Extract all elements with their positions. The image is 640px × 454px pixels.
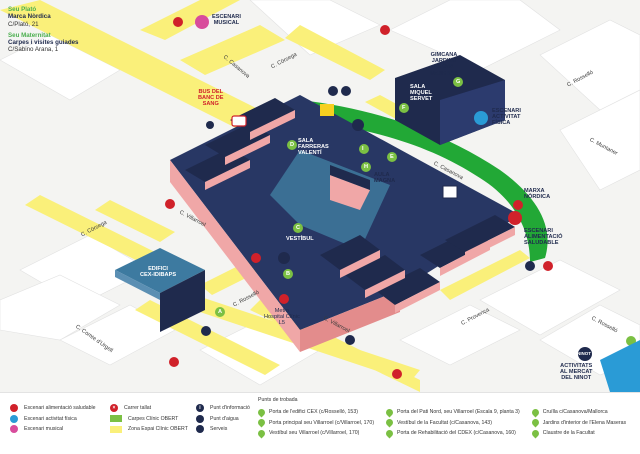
trobada-i: Claustre de la Facultat [530, 428, 626, 439]
fisica-stage-marker [474, 111, 488, 125]
pin-icon [256, 407, 267, 418]
trobada-h: Jardins d'interior de l'Elena Maseras [530, 417, 626, 429]
info-icon: i [196, 404, 204, 413]
seu-maternitat-name: Carpes i visites guiades [8, 39, 79, 47]
pin-icon [384, 428, 395, 439]
entry-f: F [402, 105, 406, 111]
map-legend: Escenari alimentació saludable Escenari … [0, 392, 640, 454]
ninot-zone [600, 340, 640, 392]
legend-zona: Zona Espai Clínic OBERT [110, 424, 188, 435]
pin-icon [384, 417, 395, 428]
seu-plato-address: C/Plató, 21 [8, 20, 39, 28]
toilet-icon [196, 425, 204, 434]
entry-a: A [218, 309, 223, 315]
seu-plato-name: Marca Nòrdica [8, 13, 51, 21]
info-markers [201, 86, 535, 345]
carpa-marker [320, 104, 334, 116]
seu-maternitat-address: C/Sabino Arana, 1 [8, 46, 59, 54]
pin-icon [256, 428, 267, 439]
trobada-f: Porta de Rehabilitació del CDEX (c/Casan… [384, 428, 520, 439]
bus-marker [231, 115, 247, 127]
trobada-c: Vestíbul seu Villarroel (c/Villarroel, 1… [256, 428, 374, 439]
trobada-b: Porta principal seu Villarroel (c/Villar… [256, 417, 374, 429]
entry-e: E [390, 154, 394, 160]
closed-street-icon: × [110, 404, 118, 413]
label-vestibul: VESTÍBUL [286, 236, 314, 242]
legend-carrer-tallat: ×Carrer tallat [110, 403, 188, 414]
entry-i: I [362, 146, 364, 152]
trobada-d: Porta del Pati Nord, seu Villarroel (Esc… [384, 407, 520, 418]
venue-info: Seu Plató Marca Nòrdica C/Plató, 21 Seu … [8, 6, 126, 54]
legend-trobada: Punts de trobada Porta de l'edifici CEX … [256, 397, 626, 439]
legend-zones: ×Carrer tallat Carpes Clínic OBERT Zona … [110, 403, 188, 435]
red-closed-street-markers [165, 17, 553, 379]
musical-stage-marker [195, 15, 209, 29]
entry-points [215, 77, 463, 317]
legend-carpes: Carpes Clínic OBERT [110, 414, 188, 425]
legend-trobada-title: Punts de trobada [258, 397, 298, 403]
label-ninot-badge: NINOT [577, 351, 591, 356]
carpes-swatch [110, 415, 122, 423]
legend-punt-aigua: Punt d'aigua [196, 414, 250, 425]
pin-icon [256, 417, 267, 428]
seu-maternitat-heading: Seu Maternitat [8, 31, 51, 39]
pin-icon [530, 428, 541, 439]
entry-h: H [364, 164, 369, 170]
pin-icon [384, 407, 395, 418]
legend-activitat-fisica: Escenari activitat física [10, 414, 96, 425]
pin-icon [530, 417, 541, 428]
trobada-e: Vestíbul de la Facultat (c/Casanova, 143… [384, 417, 520, 429]
legend-alimentacio: Escenari alimentació saludable [10, 403, 96, 414]
pin-icon [530, 407, 541, 418]
campus-map [0, 0, 640, 392]
hospital-complex [170, 95, 520, 352]
trobada-g: Cruïlla c/Casanova/Mallorca [530, 407, 626, 418]
building-edifici-cex [115, 248, 205, 332]
zona-swatch [110, 425, 122, 433]
entry-c: C [296, 225, 301, 231]
metro-marker [279, 294, 289, 304]
legend-musical: Escenari musical [10, 424, 96, 435]
legend-serveis: Serveis [196, 424, 250, 435]
entry-b: B [286, 271, 291, 277]
trobada-a: Porta de l'edifici CEX (c/Rosselló, 153) [256, 407, 374, 418]
apple-icon [10, 404, 18, 413]
legend-stages: Escenari alimentació saludable Escenari … [10, 403, 96, 435]
entry-d: D [290, 142, 295, 148]
alimentacio-stage-marker [508, 211, 522, 225]
marxa-nordica-marker [442, 185, 458, 199]
music-note-icon [10, 425, 18, 434]
water-drop-icon [196, 414, 204, 423]
ninot-badge-marker [578, 347, 592, 361]
running-icon [10, 414, 18, 423]
entry-g: G [456, 79, 461, 85]
seu-plato-heading: Seu Plató [8, 6, 37, 13]
